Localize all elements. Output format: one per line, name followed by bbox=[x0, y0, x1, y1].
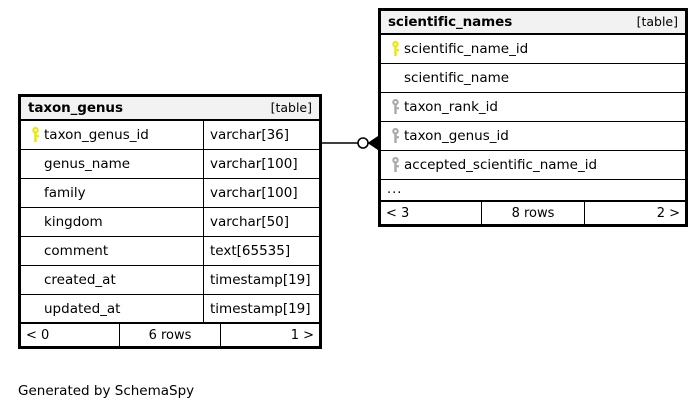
table-row[interactable]: family varchar[100] bbox=[21, 179, 319, 208]
table-scientific-names[interactable]: scientific_names [table] scientific_name… bbox=[378, 8, 688, 227]
table-kind-label: [table] bbox=[270, 100, 312, 115]
foreign-key-icon bbox=[387, 128, 404, 144]
table-kind-label: [table] bbox=[636, 14, 678, 29]
table-columns-scientific-names: scientific_name_id scientific_name bbox=[381, 35, 685, 202]
primary-key-icon bbox=[27, 127, 44, 143]
column-type: text[65535] bbox=[203, 237, 319, 265]
row-count-label: 8 rows bbox=[481, 202, 585, 224]
column-name: comment bbox=[44, 243, 109, 259]
column-type: varchar[50] bbox=[203, 208, 319, 236]
table-row[interactable]: kingdom varchar[50] bbox=[21, 208, 319, 237]
column-name: taxon_genus_id bbox=[404, 128, 509, 144]
column-type: timestamp[19] bbox=[203, 266, 319, 294]
column-name: taxon_genus_id bbox=[44, 127, 149, 143]
column-cell: updated_at bbox=[21, 295, 203, 322]
foreign-key-icon bbox=[387, 99, 404, 115]
next-page-button[interactable]: 2 > bbox=[656, 205, 680, 221]
table-row[interactable]: taxon_rank_id bbox=[381, 93, 685, 122]
table-row[interactable]: taxon_genus_id varchar[36] bbox=[21, 121, 319, 150]
table-pager-taxon-genus[interactable]: < 0 6 rows 1 > bbox=[21, 324, 319, 346]
table-row[interactable]: scientific_name_id bbox=[381, 35, 685, 64]
table-header-taxon-genus[interactable]: taxon_genus [table] bbox=[21, 97, 319, 121]
column-name: created_at bbox=[44, 272, 116, 288]
column-name: accepted_scientific_name_id bbox=[404, 157, 598, 173]
row-count-label: 6 rows bbox=[119, 324, 221, 346]
column-cell: accepted_scientific_name_id bbox=[381, 151, 685, 179]
column-type: varchar[100] bbox=[203, 179, 319, 207]
column-cell: created_at bbox=[21, 266, 203, 294]
column-name: scientific_name bbox=[404, 70, 510, 86]
table-row[interactable]: scientific_name bbox=[381, 64, 685, 93]
table-row[interactable]: taxon_genus_id bbox=[381, 122, 685, 151]
cardinality-zero-circle bbox=[357, 137, 369, 149]
table-title: scientific_names bbox=[388, 13, 513, 30]
column-name: taxon_rank_id bbox=[404, 99, 498, 115]
cardinality-many-crowsfoot bbox=[367, 136, 378, 150]
column-cell: comment bbox=[21, 237, 203, 265]
column-cell: scientific_name bbox=[381, 64, 685, 92]
table-row[interactable]: accepted_scientific_name_id bbox=[381, 151, 685, 180]
table-row[interactable]: updated_at timestamp[19] bbox=[21, 295, 319, 324]
column-cell: genus_name bbox=[21, 150, 203, 178]
table-pager-scientific-names[interactable]: < 3 8 rows 2 > bbox=[381, 202, 685, 224]
prev-page-button[interactable]: < 3 bbox=[386, 205, 410, 221]
generated-by-caption: Generated by SchemaSpy bbox=[18, 383, 195, 399]
column-name: kingdom bbox=[44, 214, 103, 230]
column-name: family bbox=[44, 185, 86, 201]
prev-page-button[interactable]: < 0 bbox=[26, 327, 50, 343]
table-row[interactable]: created_at timestamp[19] bbox=[21, 266, 319, 295]
table-row[interactable]: comment text[65535] bbox=[21, 237, 319, 266]
column-cell: scientific_name_id bbox=[381, 35, 685, 63]
column-cell: taxon_genus_id bbox=[381, 122, 685, 150]
relationship-connector-taxon-genus-to-scientific-names bbox=[320, 136, 378, 150]
table-title: taxon_genus bbox=[28, 99, 123, 116]
column-name: genus_name bbox=[44, 156, 131, 172]
column-name: scientific_name_id bbox=[404, 41, 529, 57]
column-type: varchar[100] bbox=[203, 150, 319, 178]
ellipsis-label: ... bbox=[387, 182, 403, 197]
next-page-button[interactable]: 1 > bbox=[290, 327, 314, 343]
column-cell: taxon_genus_id bbox=[21, 121, 203, 149]
column-name: updated_at bbox=[44, 300, 121, 317]
table-header-scientific-names[interactable]: scientific_names [table] bbox=[381, 11, 685, 35]
column-cell: kingdom bbox=[21, 208, 203, 236]
table-columns-taxon-genus: taxon_genus_id varchar[36] genus_name va… bbox=[21, 121, 319, 324]
primary-key-icon bbox=[387, 41, 404, 57]
table-taxon-genus[interactable]: taxon_genus [table] taxon_genus_id bbox=[18, 94, 322, 349]
more-columns-indicator: ... bbox=[381, 180, 685, 202]
column-cell: taxon_rank_id bbox=[381, 93, 685, 121]
table-row[interactable]: genus_name varchar[100] bbox=[21, 150, 319, 179]
column-cell: family bbox=[21, 179, 203, 207]
column-type: varchar[36] bbox=[203, 121, 319, 149]
column-type: timestamp[19] bbox=[203, 295, 319, 322]
foreign-key-icon bbox=[387, 157, 404, 173]
